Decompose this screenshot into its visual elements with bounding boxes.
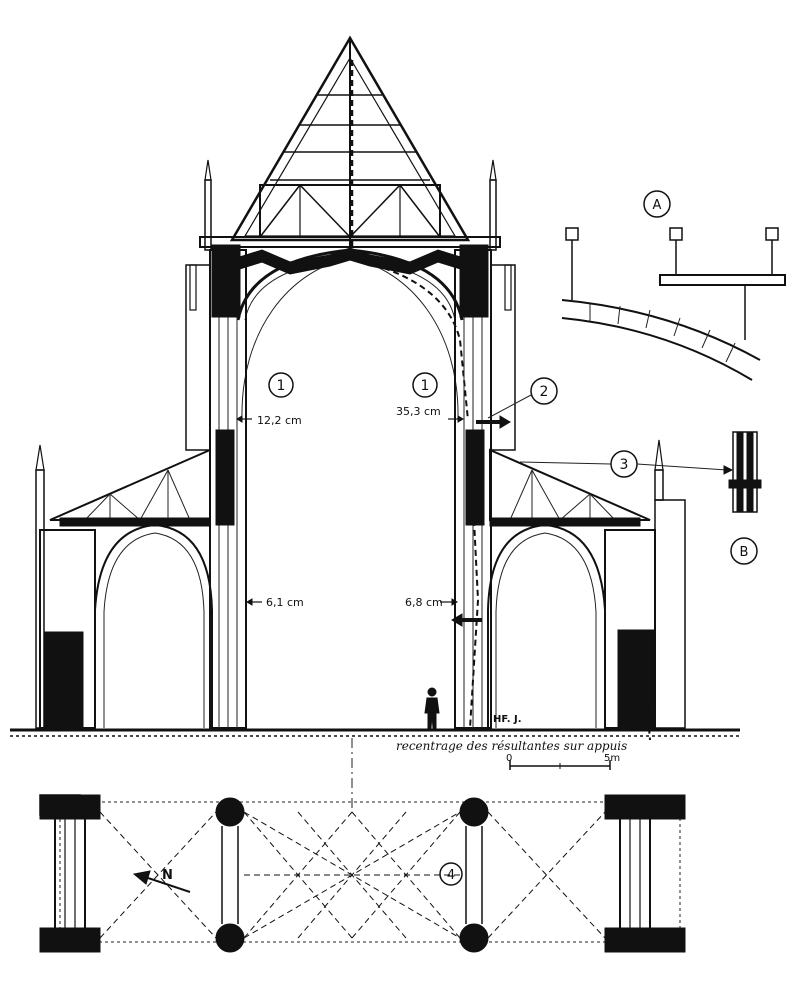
callout-3-label: 3	[620, 457, 629, 473]
scale-bar: 0 5m	[506, 753, 620, 770]
signature: HF. J.	[493, 714, 522, 725]
human-figure	[424, 687, 440, 729]
scale-start-label: 0	[506, 753, 512, 764]
callout-2-label: 2	[540, 384, 549, 400]
right-aisle-arch	[487, 439, 686, 741]
thrust-arrows	[451, 415, 511, 627]
measurement-upper-right: 35,3 cm	[396, 405, 441, 418]
compass-north: N	[132, 868, 191, 893]
detail-b-label: B	[740, 545, 749, 560]
callout-1-right: 1	[412, 372, 438, 398]
ground-line	[10, 728, 740, 737]
callout-1-left-label: 1	[277, 378, 286, 394]
measurement-lower-right: 6,8 cm	[405, 596, 443, 609]
main-vault	[229, 247, 471, 421]
left-aisle-roof	[49, 448, 211, 527]
main-roof-truss	[199, 35, 501, 250]
callout-3: 3	[519, 450, 734, 478]
right-aisle-roof	[489, 448, 651, 527]
callout-2: 2	[487, 377, 558, 419]
floor-plan	[39, 794, 686, 953]
detail-b: B	[728, 431, 762, 565]
measurement-pointers	[236, 415, 464, 606]
measurement-upper-left: 12,2 cm	[257, 414, 302, 427]
callout-1-right-label: 1	[421, 378, 430, 394]
callout-4: 4	[439, 862, 463, 886]
callout-1-left: 1	[268, 372, 294, 398]
right-main-pier	[454, 159, 516, 729]
left-aisle-arch	[35, 444, 213, 729]
callout-4-label: 4	[447, 868, 455, 883]
detail-a-label: A	[653, 198, 662, 213]
compass-label: N	[162, 868, 173, 883]
left-main-pier	[185, 159, 247, 729]
detail-a: A	[561, 190, 786, 381]
measurement-lower-left: 6,1 cm	[266, 596, 304, 609]
handwritten-note: recentrage des résultantes sur appuis	[396, 739, 627, 753]
scale-end-label: 5m	[604, 753, 620, 764]
